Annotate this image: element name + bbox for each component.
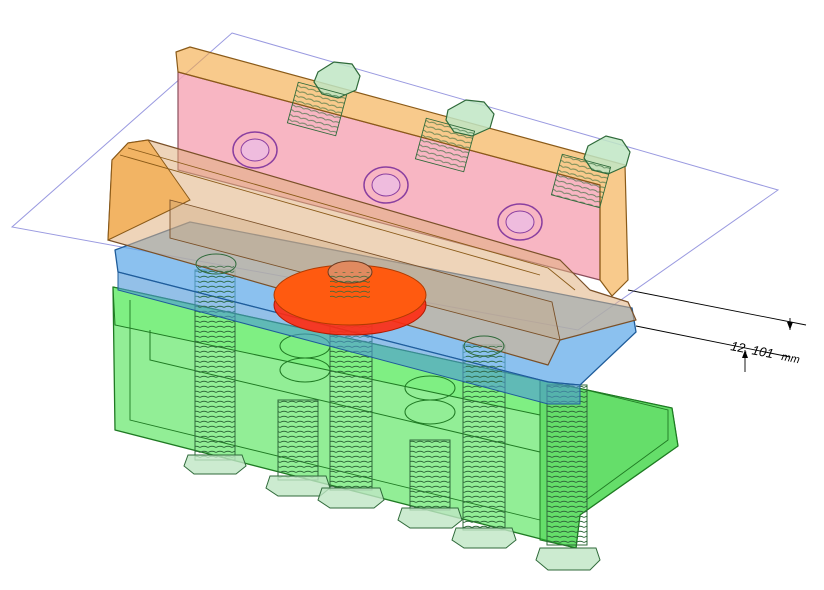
threaded-bolt-icon [397, 439, 463, 529]
hex-nut-icon [550, 135, 631, 209]
dimension-value: 12. 101 [729, 338, 774, 361]
contact-disc[interactable] [273, 260, 427, 336]
dimension-annotation[interactable]: 12. 101 mm [627, 289, 807, 372]
threaded-bolt-icon [265, 399, 331, 497]
threaded-bolt-icon [535, 384, 601, 571]
threaded-bolt-icon [463, 335, 505, 386]
hex-nut-icon [286, 61, 361, 137]
hex-nut-icon [414, 99, 495, 173]
threaded-bolt-icon [195, 253, 237, 310]
dimension-unit: mm [780, 351, 800, 366]
